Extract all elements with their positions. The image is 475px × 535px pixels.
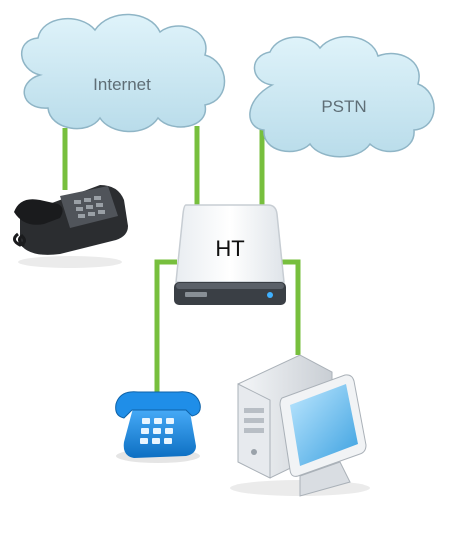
ht-label: HT	[215, 236, 244, 261]
computer-icon	[230, 354, 370, 497]
desk-phone-icon	[13, 185, 128, 268]
internet-cloud: Internet	[20, 13, 226, 133]
pstn-cloud: PSTN	[249, 35, 435, 158]
link-ht-analog-phone	[154, 259, 177, 393]
pstn-label: PSTN	[321, 97, 366, 116]
analog-phone-keypad	[140, 418, 174, 444]
desk-phone-keypad	[74, 196, 105, 218]
link-ht-computer	[278, 259, 301, 355]
computer-monitor	[279, 374, 367, 497]
analog-phone-icon	[115, 391, 201, 463]
link-lines	[62, 125, 301, 393]
internet-label: Internet	[93, 75, 151, 94]
ht-device: HT	[174, 204, 286, 305]
